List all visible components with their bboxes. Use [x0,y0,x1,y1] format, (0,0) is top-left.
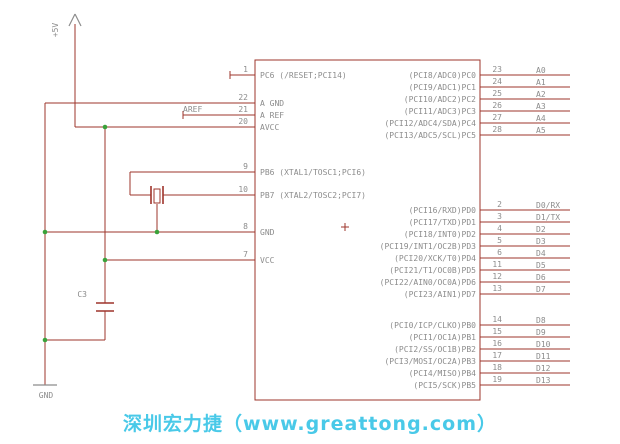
pin-name: GND [260,228,275,237]
plus5v-symbol-icon [68,13,82,27]
pin-number: 2 [497,200,502,209]
pin-number: 15 [492,327,502,336]
net-label: A2 [536,90,546,99]
capacitor-c3-icon [96,302,114,312]
pin-number: 13 [492,284,502,293]
pin-name: VCC [260,256,275,265]
net-label: D7 [536,285,546,294]
resonator-icon [150,186,164,232]
pin-number: 20 [238,117,248,126]
pin-number: 23 [492,65,502,74]
capacitor-c3-label: C3 [77,290,87,299]
gnd-label: GND [39,391,54,400]
pin-name: AVCC [260,123,279,132]
net-label: A3 [536,102,546,111]
net-label: D8 [536,316,546,325]
pin-number: 14 [492,315,502,324]
net-label: D13 [536,376,551,385]
ic-right-pins: 23 (PCI8/ADC0)PC0 A0 24 (PCI9/ADC1)PC1 A… [380,65,570,390]
net-label: A0 [536,66,546,75]
pin-name: (PCI22/AIN0/OC0A)PD6 [380,278,477,287]
net-label: D3 [536,237,546,246]
pin-name: (PCI8/ADC0)PC0 [409,71,477,80]
pin-name: (PCI4/MISO)PB4 [409,369,477,378]
pin-number: 5 [497,236,502,245]
pin-name: PB6 (XTAL1/TOSC1;PCI6) [260,168,366,177]
pin-name: PC6 (/RESET;PCI14) [260,71,347,80]
pin-name: (PCI17/TXD)PD1 [409,218,477,227]
part-origin-cross-icon [341,223,349,231]
pin-number: 25 [492,89,502,98]
pin-number: 28 [492,125,502,134]
net-label: A4 [536,114,546,123]
pin-name: (PCI9/ADC1)PC1 [409,83,477,92]
pin-name: A REF [260,111,284,120]
ic-left-pins: 1 PC6 (/RESET;PCI14) 22 A GND 21 A REF 2… [238,65,366,265]
plus5v-label: +5V [51,23,60,38]
net-label: D5 [536,261,546,270]
pin-number: 9 [243,162,248,171]
aref-net-label: AREF [183,105,202,114]
pin-name: (PCI11/ADC3)PC3 [404,107,476,116]
pin-name: (PCI19/INT1/OC2B)PD3 [380,242,477,251]
net-label: D9 [536,328,546,337]
net-label: D0/RX [536,201,560,210]
pin-name: PB7 (XTAL2/TOSC2;PCI7) [260,191,366,200]
pin-number: 26 [492,101,502,110]
junction-dots [42,124,160,343]
ic-body [254,59,481,401]
pin-number: 19 [492,375,502,384]
pin-number: 10 [238,185,248,194]
pin-number: 24 [492,77,502,86]
net-label: D6 [536,273,546,282]
pin-name: (PCI1/OC1A)PB1 [409,333,477,342]
pin-number: 16 [492,339,502,348]
pin-number: 12 [492,272,502,281]
pin-number: 8 [243,222,248,231]
pin-name: (PCI5/SCK)PB5 [413,381,476,390]
net-label: D4 [536,249,546,258]
watermark: 深圳宏力捷（www.greattong.com） [122,413,498,435]
net-label: D12 [536,364,551,373]
net-label: D10 [536,340,551,349]
pin-number: 27 [492,113,502,122]
pin-name: (PCI21/T1/OC0B)PD5 [389,266,476,275]
pin-number: 4 [497,224,502,233]
pin-name: (PCI2/SS/OC1B)PB2 [394,345,476,354]
pin-number: 18 [492,363,502,372]
pin-number: 6 [497,248,502,257]
wires [44,24,255,385]
pin-name: (PCI16/RXD)PD0 [409,206,477,215]
net-label: A1 [536,78,546,87]
pin-name: (PCI13/ADC5/SCL)PC5 [384,131,476,140]
net-label: D11 [536,352,551,361]
pin-number: 7 [243,250,248,259]
pin-name: (PCI20/XCK/T0)PD4 [394,254,476,263]
pin-name: A GND [260,99,284,108]
pin-name: (PCI3/MOSI/OC2A)PB3 [384,357,476,366]
pin-name: (PCI12/ADC4/SDA)PC4 [384,119,476,128]
pin-name: (PCI0/ICP/CLKO)PB0 [389,321,476,330]
pin-number: 21 [238,105,248,114]
pin-number: 1 [243,65,248,74]
pin-number: 11 [492,260,502,269]
pin-name: (PCI18/INT0)PD2 [404,230,476,239]
pin-number: 22 [238,93,248,102]
net-label: D2 [536,225,546,234]
pin-number: 17 [492,351,502,360]
net-label: D1/TX [536,213,560,222]
pin-number: 3 [497,212,502,221]
net-label: A5 [536,126,546,135]
pin-name: (PCI23/AIN1)PD7 [404,290,476,299]
pin-name: (PCI10/ADC2)PC2 [404,95,476,104]
